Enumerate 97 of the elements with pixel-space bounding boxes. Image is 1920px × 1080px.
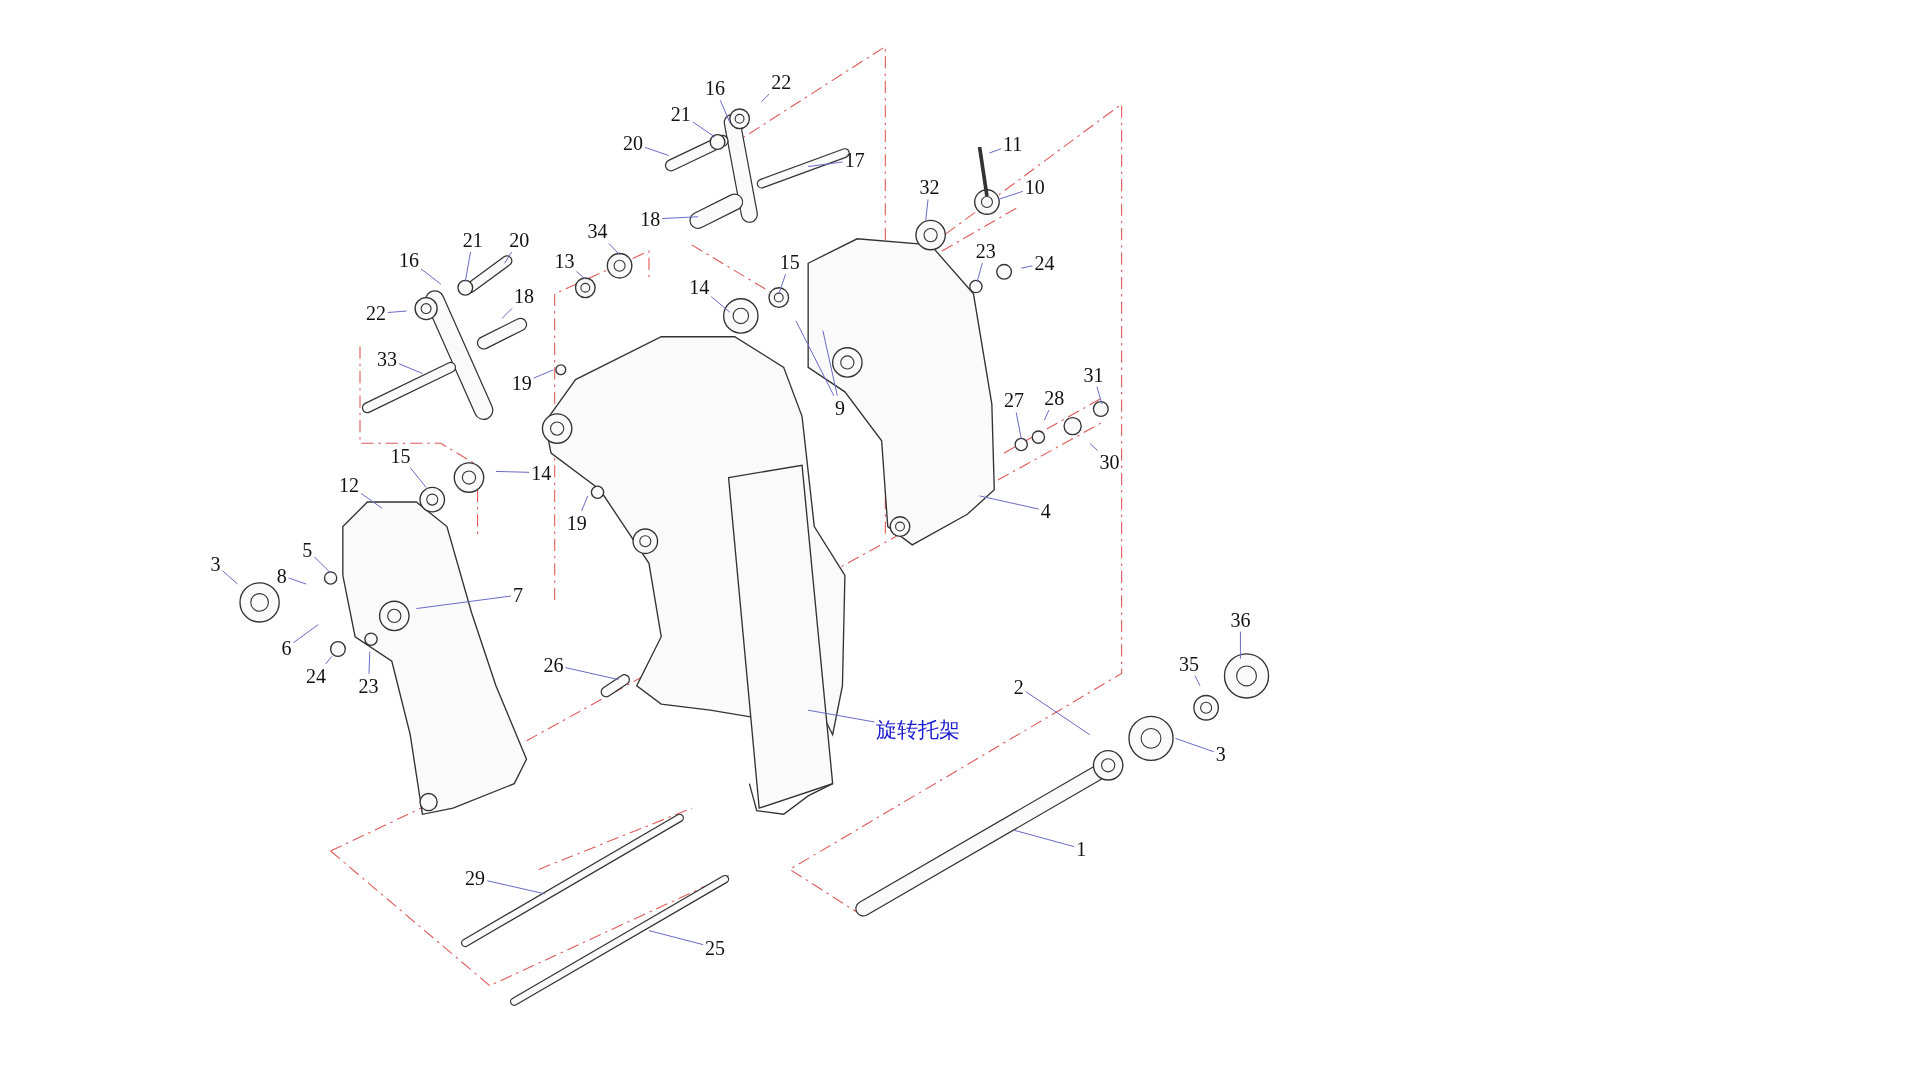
callout-number: 19 (511, 373, 532, 394)
leader-line (608, 242, 621, 256)
leader-line (807, 161, 844, 168)
callout-number: 12 (338, 474, 359, 495)
callout-number: 17 (844, 150, 865, 171)
leader-line (325, 655, 333, 665)
leader-line (661, 216, 699, 220)
leader-line (387, 310, 408, 313)
callout-number: 15 (779, 252, 800, 273)
callout-number: 23 (358, 675, 379, 696)
leader-line (1020, 265, 1033, 269)
part-label: 旋转托架 (876, 719, 961, 741)
callout-number: 33 (376, 348, 397, 369)
leader-line (222, 570, 239, 585)
callout-number: 35 (1178, 653, 1199, 674)
callout-number: 22 (365, 303, 386, 324)
callout-number: 32 (919, 177, 940, 198)
callout-number: 26 (543, 654, 564, 675)
callout-number: 23 (975, 241, 996, 261)
callout-number: 3 (1215, 744, 1226, 765)
leader-line (533, 369, 554, 379)
leader-line (486, 880, 546, 895)
callout-number: 16 (398, 249, 419, 270)
leader-line (501, 307, 513, 319)
leader-line (979, 495, 1040, 510)
leader-line (564, 667, 619, 681)
callout-number: 22 (771, 72, 792, 93)
leader-line (778, 273, 787, 295)
callout-number: 15 (390, 445, 411, 466)
callout-number: 16 (705, 78, 726, 99)
callout-number: 13 (554, 250, 575, 271)
callout-number: 6 (281, 637, 292, 658)
callout-number: 29 (465, 867, 486, 888)
leader-line (822, 330, 838, 397)
callout-number: 3 (210, 554, 221, 575)
callout-number: 36 (1230, 609, 1251, 630)
leader-line (925, 198, 929, 221)
leader-line (415, 595, 512, 610)
leader-line (409, 467, 427, 488)
callout-number: 8 (276, 565, 287, 586)
leader-line (761, 93, 770, 103)
callout-number: 2 (1013, 676, 1024, 697)
callout-number: 4 (1040, 500, 1051, 521)
leader-line (368, 650, 371, 675)
leader-line (420, 268, 442, 285)
leader-line (1096, 386, 1103, 405)
leader-line (1015, 411, 1022, 439)
leader-line (976, 262, 983, 283)
leader-line (464, 251, 472, 283)
callout-number: 9 (835, 397, 845, 418)
callout-number: 27 (1003, 390, 1024, 411)
callout-number: 21 (462, 230, 483, 250)
leader-line (1013, 829, 1075, 848)
callout-number: 31 (1083, 364, 1104, 385)
leader-line (795, 320, 835, 397)
callout-number: 1 (1076, 838, 1087, 859)
leader-line (692, 121, 716, 138)
leader-line (719, 99, 731, 123)
leader-line (398, 363, 423, 374)
leader-line (1194, 675, 1201, 687)
leader-line (807, 709, 875, 723)
callout-number: 24 (305, 665, 326, 686)
leader-line (710, 296, 731, 313)
leader-line (1239, 631, 1241, 660)
leader-line (504, 251, 513, 264)
callout-number: 10 (1024, 177, 1045, 198)
leader-line (997, 190, 1024, 201)
leader-line (1025, 691, 1091, 736)
leader-line (288, 577, 307, 585)
callout-number: 11 (1003, 134, 1023, 155)
leader-line (1044, 409, 1050, 421)
leader-line (293, 624, 319, 644)
callout-number: 24 (1034, 253, 1055, 274)
callout-number: 7 (512, 585, 523, 606)
leader-line (360, 492, 383, 509)
callout-number: 28 (1044, 387, 1065, 408)
callout-number: 14 (531, 462, 552, 483)
callout-number: 20 (623, 133, 644, 154)
callout-number: 18 (640, 209, 661, 230)
leader-line (644, 146, 670, 156)
leader-line (648, 930, 704, 946)
leader-line (495, 470, 530, 473)
callout-number: 14 (689, 276, 710, 297)
callout-number: 19 (566, 512, 587, 533)
leader-line (581, 495, 589, 512)
leader-line (988, 148, 1002, 154)
leader-line (1089, 442, 1098, 451)
callout-number: 5 (302, 539, 313, 560)
callout-number: 34 (587, 221, 608, 242)
callout-number: 25 (705, 937, 726, 958)
leader-line (576, 270, 586, 280)
callout-number: 21 (670, 103, 691, 124)
callout-number: 20 (509, 230, 530, 250)
callout-number: 30 (1099, 451, 1120, 472)
leader-line (1175, 737, 1215, 753)
leader-line (313, 556, 332, 574)
callout-number: 18 (514, 286, 535, 307)
